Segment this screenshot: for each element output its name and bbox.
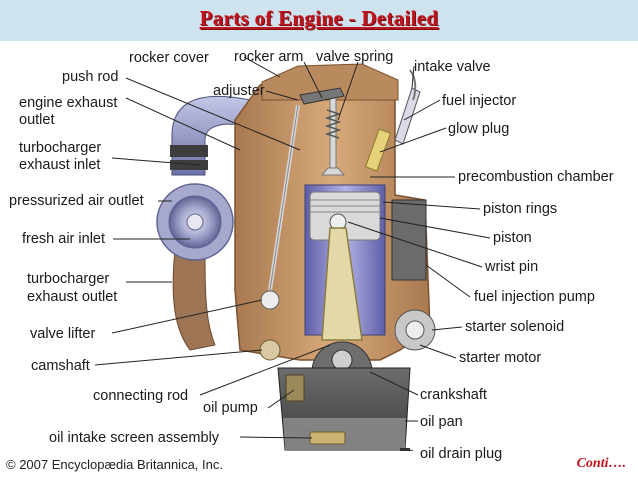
continued-note: Conti…. — [577, 456, 626, 472]
label-oil-pan: oil pan — [420, 414, 463, 430]
turbo-inlet-flange-2 — [170, 160, 208, 170]
turbo-outlet-pipe — [173, 250, 215, 350]
label-piston: piston — [493, 230, 532, 246]
label-rocker-arm: rocker arm — [234, 49, 303, 65]
label-fuel-injector: fuel injector — [442, 93, 516, 109]
label-fuel-injection-pump: fuel injection pump — [474, 289, 595, 305]
label-valve-lifter: valve lifter — [30, 326, 95, 342]
label-turbocharger-exhaust-outlet-1: turbocharger — [27, 271, 109, 287]
label-adjuster: adjuster — [213, 83, 265, 99]
label-oil-intake-screen-assembly: oil intake screen assembly — [49, 430, 219, 446]
label-valve-spring: valve spring — [316, 49, 393, 65]
copyright-credit: © 2007 Encyclopædia Britannica, Inc. — [6, 457, 223, 472]
label-rocker-cover: rocker cover — [129, 50, 209, 66]
label-camshaft: camshaft — [31, 358, 90, 374]
label-fresh-air-inlet: fresh air inlet — [22, 231, 105, 247]
label-wrist-pin: wrist pin — [485, 259, 538, 275]
label-pressurized-air-outlet: pressurized air outlet — [9, 193, 144, 209]
oil-pump-shape — [286, 375, 304, 401]
label-turbocharger-exhaust-inlet-2: exhaust inlet — [19, 157, 100, 173]
label-intake-valve: intake valve — [414, 59, 491, 75]
label-starter-solenoid: starter solenoid — [465, 319, 564, 335]
label-engine-exhaust-outlet: outlet — [19, 112, 54, 128]
valve-lifter-shape — [261, 291, 279, 309]
label-precombustion-chamber: precombustion chamber — [458, 169, 614, 185]
label-oil-pump: oil pump — [203, 400, 258, 416]
camshaft-shape — [260, 340, 280, 360]
label-crankshaft: crankshaft — [420, 387, 487, 403]
engine-diagram: rocker cover rocker arm valve spring int… — [0, 41, 638, 451]
slide-title: Parts of Engine - Detailed — [0, 6, 638, 31]
turbo-inlet-flange — [170, 145, 208, 157]
oil-drain-plug-shape — [400, 448, 410, 451]
label-starter-motor: starter motor — [459, 350, 541, 366]
label-oil-drain-plug: oil drain plug — [420, 446, 502, 462]
label-push-rod: push rod — [62, 69, 118, 85]
label-connecting-rod: connecting rod — [93, 388, 188, 404]
label-engine-exhaust: engine exhaust — [19, 95, 117, 111]
label-glow-plug: glow plug — [448, 121, 509, 137]
label-turbocharger-exhaust-inlet-1: turbocharger — [19, 140, 101, 156]
label-turbocharger-exhaust-outlet-2: exhaust outlet — [27, 289, 117, 305]
fuel-injector-shape — [395, 88, 420, 144]
fuel-injection-pump-shape — [392, 200, 426, 280]
oil-intake-screen-shape — [310, 432, 345, 444]
label-piston-rings: piston rings — [483, 201, 557, 217]
